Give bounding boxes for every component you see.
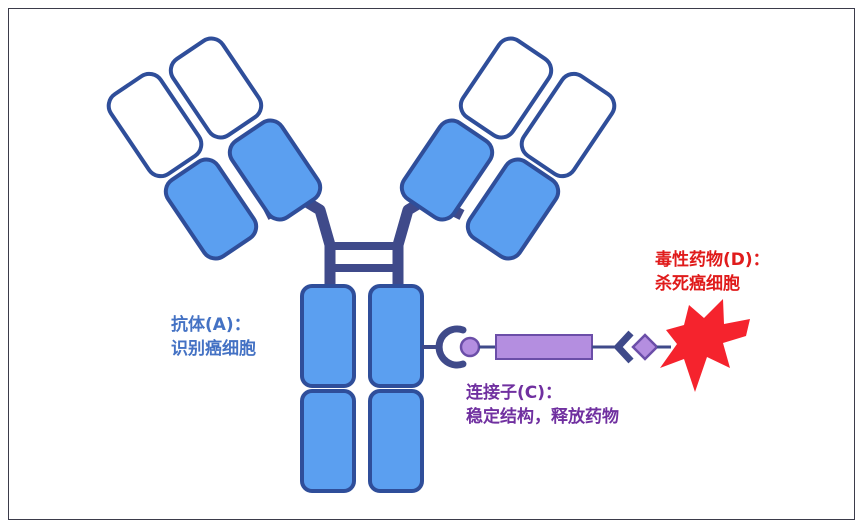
drug-label-desc: 杀死癌细胞 [655,274,740,294]
linker-chevron [613,330,634,364]
linker-body [495,334,593,360]
fc-left-upper-domain [300,284,356,388]
fc-right-upper-domain [368,284,424,388]
linker-diamond [631,333,659,361]
right-light-variable-domain [519,71,617,179]
linker-label: 连接子(C)： 稳定结构，释放药物 [466,381,619,429]
fc-left-lower-domain [300,389,356,493]
linker-label-title: 连接子(C)： [466,383,563,403]
linker-attachment-cup [435,325,467,369]
right-heavy-constant-domain [399,118,495,222]
drug-label-title: 毒性药物(D)： [655,250,770,270]
linker-bead [459,336,481,358]
antibody-right-arm [399,36,617,261]
antibody-label-desc: 识别癌细胞 [171,339,256,359]
drug-label: 毒性药物(D)： 杀死癌细胞 [655,248,770,296]
linker-assembly [422,325,671,369]
left-light-variable-domain [106,71,204,179]
linker-label-desc: 稳定结构，释放药物 [466,407,619,427]
right-heavy-variable-domain [458,36,554,140]
fc-right-lower-domain [368,389,424,493]
right-light-constant-domain [465,157,561,261]
left-heavy-variable-domain [168,36,264,140]
antibody-label-title: 抗体(A)： [171,315,251,335]
antibody-fc-stem [300,284,424,493]
antibody-left-arm [106,36,323,261]
left-heavy-constant-domain [227,118,323,222]
left-light-constant-domain [163,157,259,261]
toxic-drug-star [660,299,750,392]
antibody-label: 抗体(A)： 识别癌细胞 [171,313,256,361]
